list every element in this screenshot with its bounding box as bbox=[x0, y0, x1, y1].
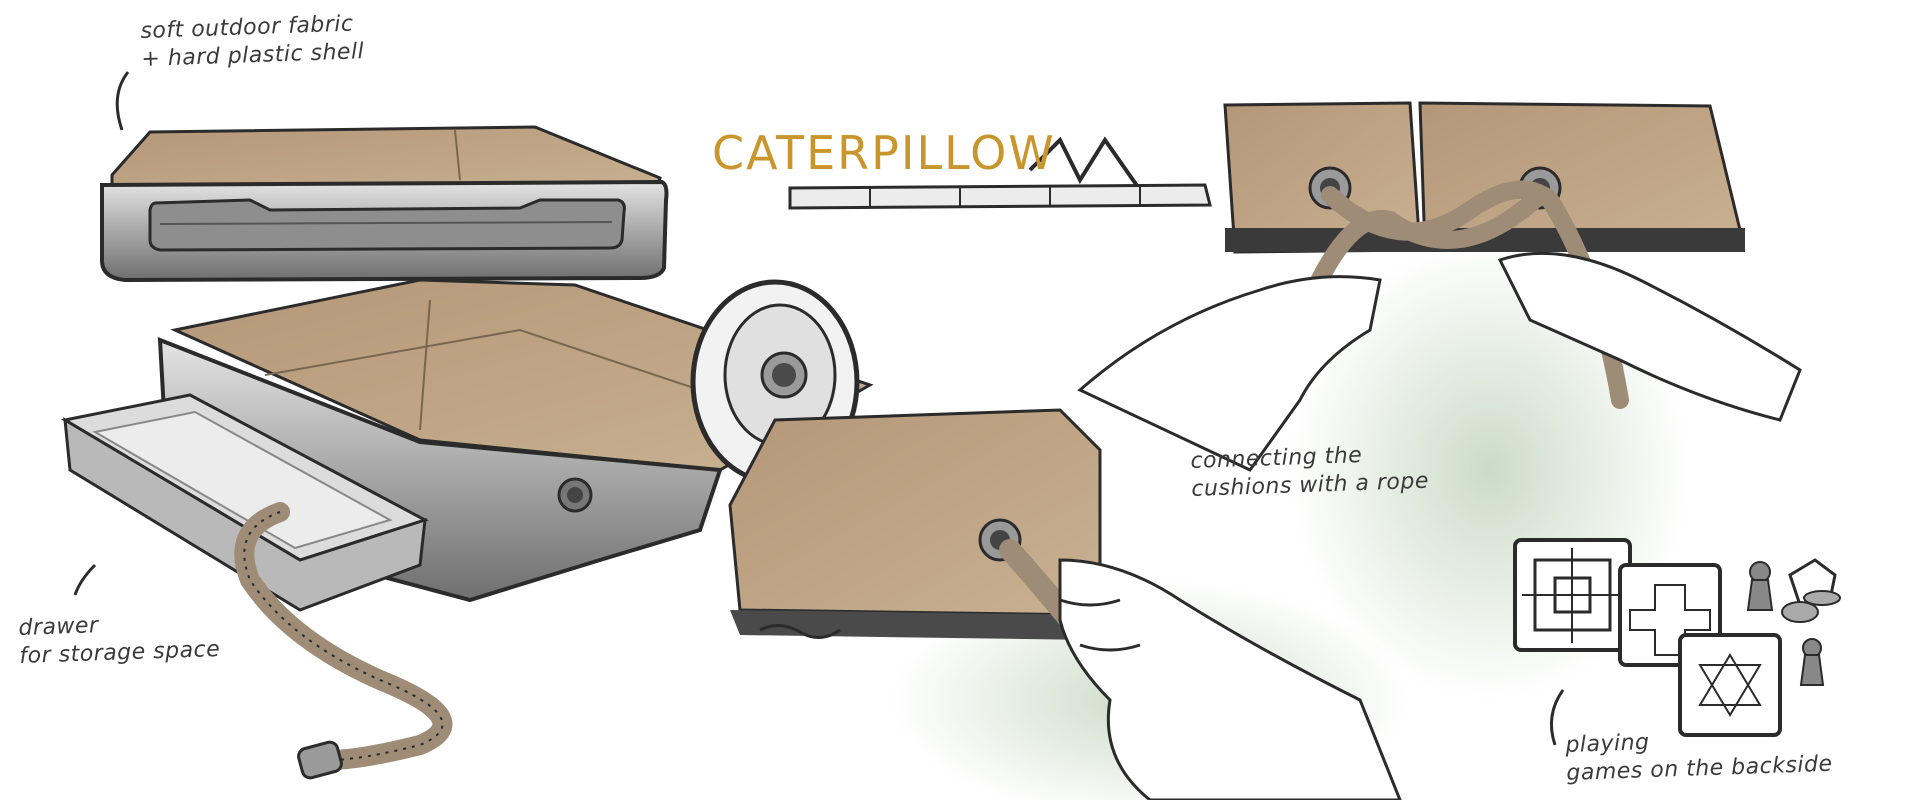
open-drawer-box bbox=[60, 278, 874, 612]
eyelet-zoom-detail bbox=[690, 279, 860, 485]
center-cushion bbox=[728, 408, 1402, 800]
game-pieces bbox=[1746, 558, 1841, 686]
annotation-marks bbox=[73, 71, 1565, 746]
closed-cushion-box bbox=[100, 125, 669, 283]
caterpillow-logo-mark bbox=[788, 136, 1212, 210]
annotation-connect: connecting the cushions with a rope bbox=[1190, 440, 1429, 504]
annotation-fabric: soft outdoor fabric + hard plastic shell bbox=[140, 10, 365, 74]
annotation-drawer: drawer for storage space bbox=[18, 608, 221, 671]
connected-cushions bbox=[1077, 101, 1802, 472]
game-boards bbox=[1513, 538, 1782, 737]
annotation-games: playing games on the backside bbox=[1565, 723, 1833, 788]
brand-logo-text: CATERPILLOW bbox=[712, 126, 1056, 180]
